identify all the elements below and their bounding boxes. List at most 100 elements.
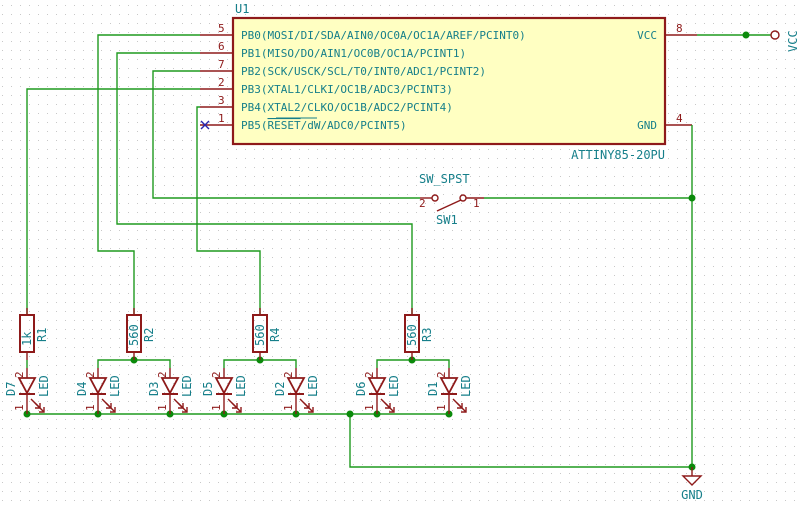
gnd-label: GND (681, 488, 703, 502)
ic-value: ATTINY85-20PU (571, 148, 665, 162)
resistor-ref: R3 (420, 328, 434, 342)
led-value: LED (234, 375, 248, 397)
resistor-value: 560 (405, 324, 419, 346)
wire-pb1-r3[interactable] (116, 52, 413, 315)
ic-pin-3[interactable]: 3 PB4(XTAL2/CLKO/OC1B/ADC2/PCINT4) (200, 94, 453, 114)
led-d2[interactable]: 2 1 D2 LED (273, 368, 320, 414)
pin-name: GND (637, 119, 657, 132)
led-anode-pin-number: 2 (282, 371, 295, 378)
diode-triangle-icon (439, 377, 459, 395)
resistor-value: 560 (253, 324, 267, 346)
pin-number: 2 (218, 76, 225, 89)
wire-pb0-r2[interactable] (97, 34, 200, 315)
diode-triangle-icon (367, 377, 387, 395)
led-anode-pin-number: 2 (210, 371, 223, 378)
led-d6[interactable]: 2 1 D6 LED (354, 368, 401, 414)
ic-pin-5[interactable]: 5 PB0(MOSI/DI/SDA/AIN0/OC0A/OC1A/AREF/PC… (200, 22, 526, 42)
led-anode-pin-number: 2 (84, 371, 97, 378)
led-ref: D6 (354, 382, 368, 396)
led-ref: D7 (4, 382, 18, 396)
led-value: LED (108, 375, 122, 397)
led-cathode-pin-number: 1 (210, 404, 223, 411)
resistor-value: 560 (127, 324, 141, 346)
switch-sw1[interactable]: 2 1 SW_SPST SW1 (419, 172, 484, 227)
gnd-power-symbol[interactable]: GND (681, 467, 703, 502)
junction-dot (346, 410, 354, 418)
vcc-power-symbol[interactable]: VCC (770, 30, 800, 52)
led-d4[interactable]: 2 1 D4 LED (75, 368, 122, 414)
led-anode-pin-number: 2 (363, 371, 376, 378)
diode-triangle-icon (160, 377, 180, 395)
led-value: LED (180, 375, 194, 397)
junctions (23, 31, 750, 471)
led-cathode-pin-number: 1 (282, 404, 295, 411)
led-ref: D5 (201, 382, 215, 396)
led-emission-arrows-icon (173, 398, 188, 413)
pin-number: 7 (218, 58, 225, 71)
pin-name: PB3(XTAL1/CLKI/OC1B/ADC3/PCINT3) (241, 83, 453, 96)
wire-bus-to-gnd[interactable] (349, 414, 692, 468)
diode-triangle-icon (88, 377, 108, 395)
ic-pin-8[interactable]: 8 VCC (637, 22, 697, 42)
led-d5[interactable]: 2 1 D5 LED (201, 368, 248, 414)
ic-pin-7[interactable]: 7 PB2(SCK/USCK/SCL/T0/INT0/ADC1/PCINT2) (200, 58, 486, 78)
pin-number: 1 (218, 112, 225, 125)
pin-number: 3 (218, 94, 225, 107)
pin-name-prefix: PB5( (241, 119, 268, 132)
led-anode-pin-number: 2 (435, 371, 448, 378)
pin-name: PB1(MISO/DO/AIN1/OC0B/OC1A/PCINT1) (241, 47, 466, 60)
ic-u1[interactable]: U1 ATTINY85-20PU 5 PB0(MOSI/DI/SDA/AIN0/… (200, 2, 697, 162)
vcc-circle-icon (770, 30, 780, 40)
ic-pin-2[interactable]: 2 PB3(XTAL1/CLKI/OC1B/ADC3/PCINT3) (200, 76, 453, 96)
ground-icon (681, 475, 703, 486)
led-value: LED (37, 375, 51, 397)
led-emission-arrows-icon (30, 398, 45, 413)
pin-name: PB2(SCK/USCK/SCL/T0/INT0/ADC1/PCINT2) (241, 65, 486, 78)
pin-name: PB0(MOSI/DI/SDA/AIN0/OC0A/OC1A/AREF/PCIN… (241, 29, 526, 42)
pin-name-overbar: RESET (268, 119, 301, 132)
switch-lever-icon (436, 199, 462, 212)
led-emission-arrows-icon (452, 398, 467, 413)
led-cathode-pin-number: 1 (84, 404, 97, 411)
resistor-value: 1k (20, 331, 34, 346)
wire-pb2-sw1[interactable] (152, 70, 420, 199)
led-emission-arrows-icon (299, 398, 314, 413)
wire-pb4-r4[interactable] (196, 106, 261, 315)
led-emission-arrows-icon (101, 398, 116, 413)
junction-dot (688, 194, 696, 202)
ic-body (231, 16, 667, 146)
switch-value: SW_SPST (419, 172, 470, 186)
switch-pin-left: 2 (419, 197, 426, 210)
resistor-ref: R1 (35, 328, 49, 342)
led-ref: D4 (75, 382, 89, 396)
wire-pb3-r1[interactable] (26, 88, 200, 315)
led-emission-arrows-icon (227, 398, 242, 413)
ic-ref: U1 (235, 2, 249, 16)
pin-number: 6 (218, 40, 225, 53)
no-connect-icon (200, 120, 210, 130)
led-cathode-pin-number: 1 (13, 404, 26, 411)
led-value: LED (387, 375, 401, 397)
led-value: LED (306, 375, 320, 397)
pin-name: PB5(RESET/dW/ADC0/PCINT5) (241, 119, 407, 132)
switch-ref: SW1 (436, 213, 458, 227)
junction-dot (742, 31, 750, 39)
led-ref: D2 (273, 382, 287, 396)
led-anode-pin-number: 2 (156, 371, 169, 378)
ic-pin-1[interactable]: 1 PB5(RESET/dW/ADC0/PCINT5) (200, 112, 407, 132)
led-cathode-pin-number: 1 (363, 404, 376, 411)
ic-pin-6[interactable]: 6 PB1(MISO/DO/AIN1/OC0B/OC1A/PCINT1) (200, 40, 466, 60)
diode-triangle-icon (214, 377, 234, 395)
led-cathode-pin-number: 1 (435, 404, 448, 411)
resistor-ref: R4 (268, 328, 282, 342)
ic-pin-4[interactable]: 4 GND (637, 112, 692, 132)
